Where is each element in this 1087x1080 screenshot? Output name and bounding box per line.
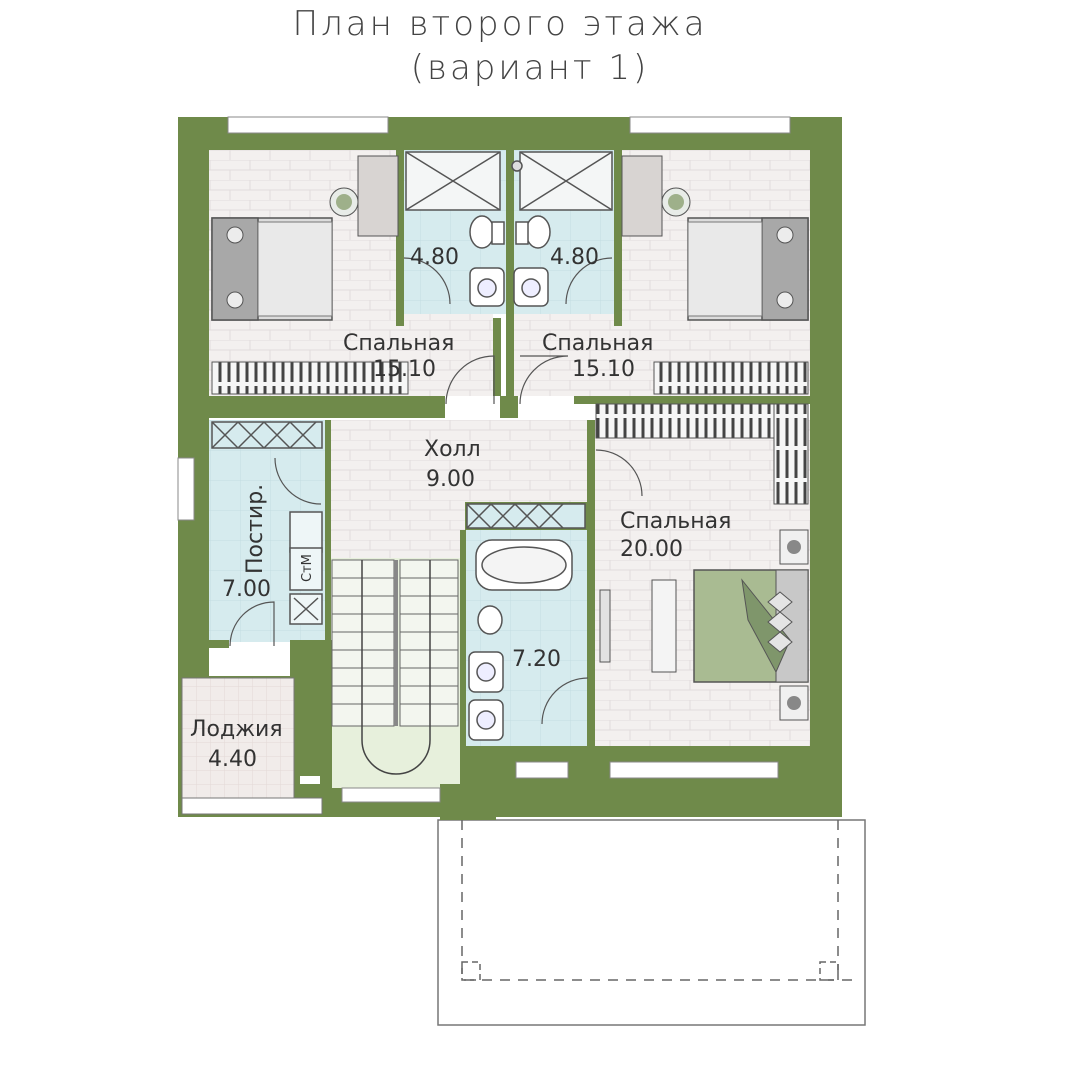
terrace-outline [437,819,866,1026]
hall-name: Холл [424,437,481,462]
staircase [331,559,459,775]
bed-big [599,529,809,721]
laundry-area: 7.00 [222,577,271,602]
doors [229,257,643,725]
plan-subtitle: (вариант 1) [410,48,650,88]
loggia-name: Лоджия [190,717,283,742]
bath-right-area: 4.80 [550,245,599,270]
desk-left [329,155,399,237]
windows [177,116,791,803]
laundry-fixtures [211,421,323,625]
bedroom-right-name: Спальная [542,331,653,356]
bath-fixtures [468,215,573,741]
bedroom-big-area: 20.00 [620,537,683,562]
bedroom-big-name: Спальная [620,509,731,534]
bedroom-left-name: Спальная [343,331,454,356]
washer-label: СтМ [300,554,315,582]
desk-right [621,155,691,237]
showers [405,151,613,211]
wardrobes [211,361,809,505]
bath-left-area: 4.80 [410,245,459,270]
bath-main-area: 7.20 [512,647,561,672]
hall-area: 9.00 [426,467,475,492]
laundry-name: Постир. [243,484,268,574]
bed-right [687,217,809,321]
bedroom-right-area: 15.10 [572,357,635,382]
plan-title: План второго этажа [292,4,708,44]
bath-shelf [466,503,586,529]
bed-left [211,217,333,321]
loggia-area: 4.40 [208,747,257,772]
loggia [178,676,323,817]
bedroom-left-area: 15.10 [373,357,436,382]
